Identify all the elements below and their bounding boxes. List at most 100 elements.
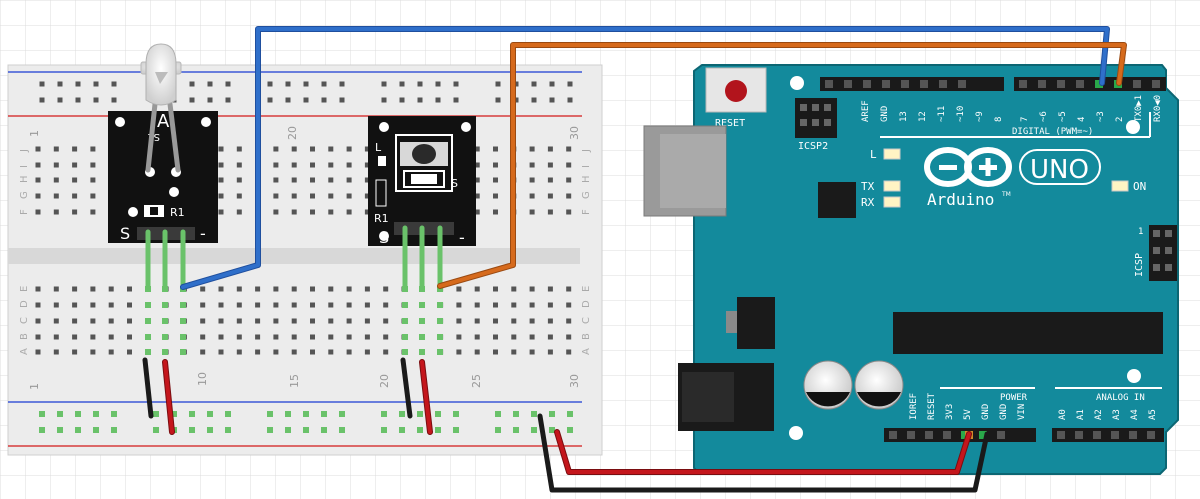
power-rail-hole (321, 81, 327, 87)
header-pin[interactable] (958, 80, 966, 88)
pin-label: ~6 (1039, 111, 1049, 122)
connected-rail-hole (189, 427, 195, 433)
connected-hole (402, 349, 408, 355)
header-pin[interactable] (997, 431, 1005, 439)
capacitor-1-stripe (806, 392, 850, 407)
breadboard-hole (72, 146, 78, 152)
breadboard-hole (566, 318, 572, 324)
connected-rail-hole (75, 427, 81, 433)
breadboard-hole (547, 302, 553, 308)
breadboard-hole (310, 209, 315, 215)
power-rail-hole (321, 97, 327, 103)
breadboard-hole (90, 177, 96, 183)
breadboard-hole (346, 162, 352, 168)
breadboard-hole (72, 302, 78, 308)
breadboard-hole (328, 209, 334, 215)
header-pin[interactable] (907, 431, 915, 439)
connected-hole (437, 349, 443, 355)
icsp-pins (1153, 230, 1172, 271)
header-pin[interactable] (1095, 80, 1103, 88)
header-pin[interactable] (925, 431, 933, 439)
header-pin[interactable] (1057, 80, 1065, 88)
header-pin[interactable] (939, 80, 947, 88)
connected-rail-hole (39, 427, 45, 433)
row-letter: J (581, 149, 592, 153)
power-rail-hole (339, 81, 345, 87)
breadboard-hole (529, 193, 535, 199)
header-pin[interactable] (920, 80, 928, 88)
header-pin[interactable] (1147, 431, 1155, 439)
breadboard-hole (383, 286, 389, 292)
header-pin[interactable] (1038, 80, 1046, 88)
header-pin[interactable] (901, 80, 909, 88)
power-rail-hole (225, 81, 231, 87)
power-rail-hole (39, 97, 45, 103)
header-pin[interactable] (1111, 431, 1119, 439)
breadboard-hole (53, 302, 59, 308)
breadboard-hole (493, 209, 498, 215)
connected-rail-hole (549, 427, 555, 433)
breadboard-hole (35, 193, 41, 199)
power-rail-hole (267, 81, 273, 87)
breadboard-hole (273, 286, 279, 292)
connected-rail-hole (303, 411, 309, 417)
atmega-microcontroller (893, 312, 1163, 354)
breadboard-hole (346, 302, 352, 308)
breadboard-hole (90, 349, 96, 355)
pin-label: 8 (994, 117, 1004, 122)
power-rail-hole (339, 97, 345, 103)
header-pin[interactable] (1019, 80, 1027, 88)
power-rail-hole (75, 81, 81, 87)
breadboard-hole (328, 162, 334, 168)
header-pin[interactable] (889, 431, 897, 439)
power-label: POWER (1000, 393, 1028, 403)
header-pin[interactable] (844, 80, 852, 88)
breadboard-hole (291, 193, 297, 199)
header-pin[interactable] (979, 431, 987, 439)
power-rail-hole (453, 81, 459, 87)
icsp-pin (1165, 247, 1172, 254)
header-pin[interactable] (1076, 80, 1084, 88)
row-letter: I (19, 165, 30, 168)
header-pin[interactable] (825, 80, 833, 88)
breadboard-hole (53, 334, 59, 340)
breadboard-hole (218, 318, 224, 324)
header-pin[interactable] (1129, 431, 1137, 439)
breadboard-hole (72, 209, 78, 215)
breadboard-hole (90, 318, 96, 324)
header-pin[interactable] (1152, 80, 1160, 88)
breadboard-hole (273, 209, 279, 215)
breadboard-hole (108, 349, 114, 355)
breadboard-hole (35, 162, 41, 168)
header-pin[interactable] (1133, 80, 1141, 88)
pin-label: RESET (927, 392, 937, 420)
breadboard-hole (291, 334, 297, 340)
connected-rail-hole (57, 411, 63, 417)
pin-label: ~3 (1096, 111, 1106, 122)
header-pin[interactable] (1075, 431, 1083, 439)
connected-rail-hole (435, 411, 441, 417)
header-pin[interactable] (943, 431, 951, 439)
breadboard-hole (291, 209, 297, 215)
header-pin[interactable] (863, 80, 871, 88)
header-pin[interactable] (1057, 431, 1065, 439)
ir-module-mount-hole (379, 122, 389, 132)
pin-label: GND (880, 106, 890, 122)
breadboard-hole (273, 302, 279, 308)
connected-hole (162, 334, 168, 340)
row-letter: A (581, 348, 592, 355)
breadboard-hole (364, 162, 370, 168)
led-label-r1: R1 (170, 206, 185, 219)
breadboard-hole (493, 146, 498, 152)
reset-button-cap[interactable] (725, 80, 747, 102)
breadboard-hole (218, 193, 224, 199)
connected-rail-hole (381, 427, 387, 433)
breadboard-hole (218, 302, 224, 308)
breadboard-hole (90, 286, 96, 292)
breadboard-hole (72, 177, 78, 183)
breadboard-hole (346, 349, 352, 355)
header-pin[interactable] (1093, 431, 1101, 439)
header-pin[interactable] (882, 80, 890, 88)
breadboard-hole (493, 302, 498, 308)
